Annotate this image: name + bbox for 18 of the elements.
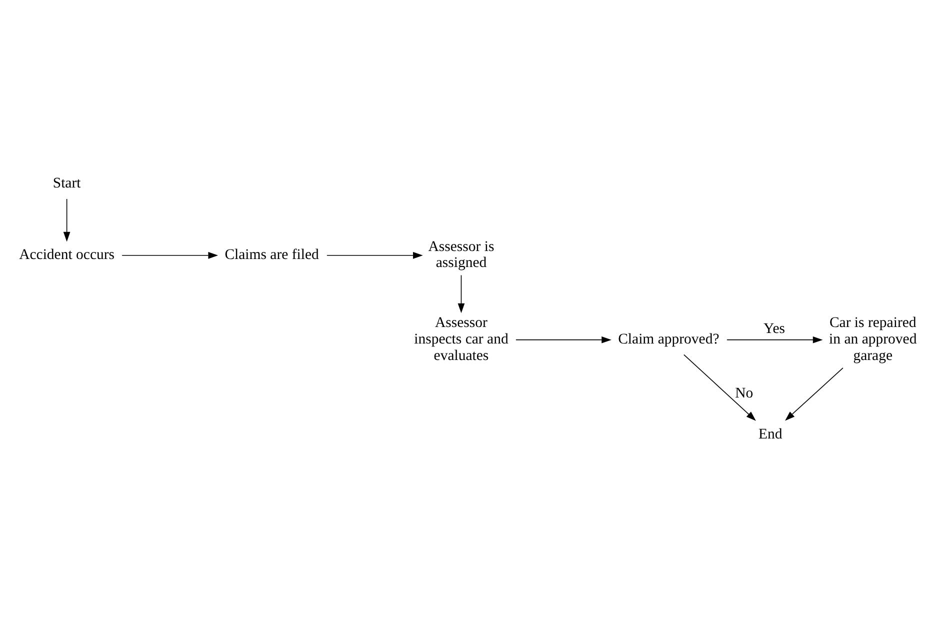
node-text: End: [758, 426, 782, 443]
arrow: [785, 368, 844, 421]
node-text: Claim approved?: [618, 331, 720, 348]
node-text: Assessor inspects car and evaluates: [414, 315, 508, 364]
arrow: [516, 336, 612, 344]
edge-label: Yes: [764, 320, 786, 337]
node-text: Assessor is assigned: [428, 238, 494, 272]
node-text: Car is repaired in an approved garage: [829, 315, 917, 364]
arrow: [726, 336, 823, 344]
arrow: [326, 252, 423, 259]
node-text: Claims are filed: [224, 246, 319, 263]
arrow: [122, 252, 218, 259]
node-text: Start: [52, 176, 81, 192]
edge-label: No: [735, 386, 754, 402]
arrow: [63, 198, 70, 242]
arrow: [458, 274, 465, 314]
node-text: Accident occurs: [19, 246, 115, 263]
arrow: [684, 354, 756, 421]
